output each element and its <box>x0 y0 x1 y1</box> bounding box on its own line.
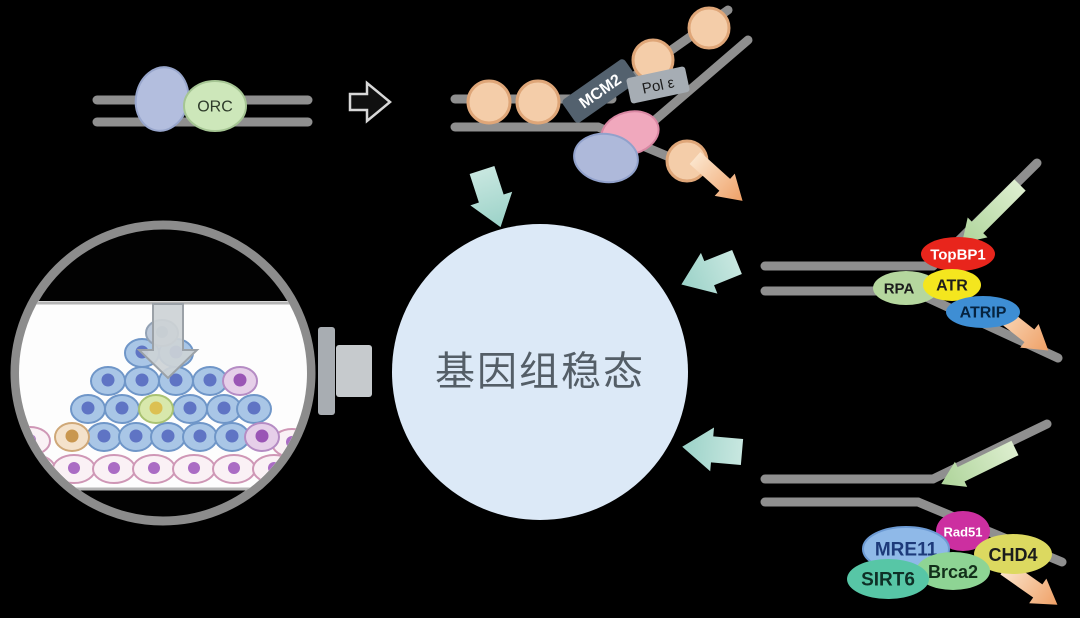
sirt6-protein <box>847 559 929 599</box>
cell-nucleus <box>183 401 197 415</box>
tissue-down-arrow-icon <box>136 303 200 380</box>
cell-nucleus <box>149 401 163 415</box>
cell-nucleus <box>217 401 231 415</box>
cell-nucleus <box>225 429 239 443</box>
nucleosome <box>687 6 731 50</box>
chd4-protein <box>974 534 1052 574</box>
blue-replication-factor <box>573 132 639 184</box>
dna-repair-group: Rad51 MRE11 CHD4 Brca2 SIRT6 <box>760 419 1067 605</box>
origin-recognition-group: ORC <box>92 66 313 132</box>
tissue-cell <box>284 454 307 484</box>
pol-epsilon-box <box>626 66 690 104</box>
connector-bar <box>318 327 335 415</box>
lens-connector <box>318 327 372 415</box>
cell-nucleus <box>135 373 149 387</box>
flow-arrows <box>469 165 744 472</box>
genome-stability-circle: 基因组稳态 <box>392 224 688 520</box>
cell-nucleus <box>68 462 80 474</box>
cell-nucleus <box>101 373 115 387</box>
topbp1-protein <box>921 237 995 271</box>
atr-protein <box>923 269 981 301</box>
nucleosomes <box>466 6 731 183</box>
replication-direction-arrow-icon <box>689 152 743 201</box>
dna-branch <box>650 35 753 125</box>
mcm2-box <box>562 59 638 123</box>
cell-nucleus <box>65 429 79 443</box>
cell-nucleus <box>148 462 160 474</box>
cell-nucleus <box>300 462 307 474</box>
flow-arrow-bottom-icon <box>682 427 744 472</box>
cell-nucleus <box>203 373 217 387</box>
rad51-protein <box>936 511 990 551</box>
atr-checkpoint-group: RPA TopBP1 ATR ATRIP <box>760 158 1063 363</box>
cell-nucleus <box>97 429 111 443</box>
flow-arrow-top-icon <box>469 165 513 228</box>
cell-nucleus <box>28 462 40 474</box>
step-arrow-icon <box>348 80 392 124</box>
tissue-illustration <box>19 301 307 491</box>
cell-nucleus <box>233 373 247 387</box>
cell-nucleus <box>247 401 261 415</box>
atrip-protein <box>946 296 1020 328</box>
replication-fork-group: MCM2 Pol ε <box>450 5 753 201</box>
connector-block <box>336 345 372 397</box>
cell-nucleus <box>129 429 143 443</box>
nucleosome <box>466 79 512 125</box>
cell-nucleus <box>193 429 207 443</box>
center-circle <box>392 224 688 520</box>
cell-nucleus <box>115 401 129 415</box>
brca2-protein <box>916 552 990 590</box>
incoming-strand-arrow-icon <box>962 179 1026 243</box>
cell-nucleus <box>161 429 175 443</box>
cell-nucleus <box>255 429 269 443</box>
orc-complex <box>183 80 247 132</box>
cell-nucleus <box>169 373 183 387</box>
microscope-view <box>10 220 316 526</box>
cell-nucleus <box>188 462 200 474</box>
cell-nucleus <box>228 462 240 474</box>
cell-nucleus <box>108 462 120 474</box>
flow-arrow-right-icon <box>681 249 742 294</box>
rpa-protein <box>873 271 939 305</box>
nucleosome <box>515 79 561 125</box>
cell-nucleus <box>81 401 95 415</box>
incoming-strand-arrow-icon <box>941 440 1019 487</box>
